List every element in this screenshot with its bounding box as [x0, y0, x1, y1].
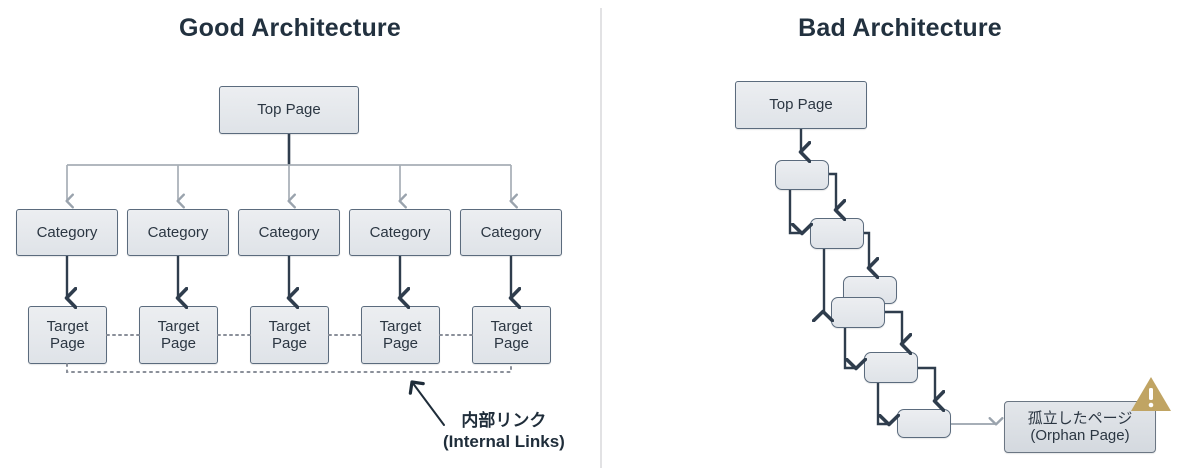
good-category-label-5: Category	[480, 223, 542, 241]
good-target-page-label-5-line2: Page	[493, 335, 530, 352]
orphan-page-label-jp: 孤立したページ	[1027, 409, 1133, 427]
good-target-page-label-2-line2: Page	[160, 335, 197, 352]
good-target-page-label-4-line1: Target	[379, 317, 422, 335]
bad-architecture-title: Bad Architecture	[798, 14, 1002, 42]
internal-link-dotted-loop	[66, 363, 512, 373]
bad-chain-node-5[interactable]	[864, 352, 918, 383]
good-target-page-node-1[interactable]: Target Page	[28, 306, 107, 364]
good-category-label-3: Category	[258, 223, 320, 241]
good-category-label-1: Category	[36, 223, 98, 241]
good-category-node-5[interactable]: Category	[460, 209, 562, 256]
orphan-page-label-en: (Orphan Page)	[1030, 427, 1130, 444]
internal-link-annotation-jp: 内部リンク	[461, 411, 547, 430]
good-category-node-1[interactable]: Category	[16, 209, 118, 256]
bad-chain-node-6[interactable]	[897, 409, 951, 438]
bad-chain-node-4[interactable]	[831, 297, 885, 328]
good-target-page-label-1-line2: Page	[49, 335, 86, 352]
good-category-node-4[interactable]: Category	[349, 209, 451, 256]
good-target-page-label-5-line1: Target	[490, 317, 533, 335]
warning-triangle-icon	[1131, 377, 1171, 411]
bad-top-page-label: Top Page	[769, 96, 833, 114]
internal-link-annotation: 内部リンク (Internal Links)	[443, 410, 565, 453]
good-category-node-3[interactable]: Category	[238, 209, 340, 256]
good-distribution-bus	[65, 164, 518, 209]
orphan-page-node[interactable]: 孤立したページ (Orphan Page)	[1004, 401, 1156, 453]
bad-chain-node-2[interactable]	[810, 218, 864, 249]
good-category-label-2: Category	[147, 223, 209, 241]
good-target-page-node-2[interactable]: Target Page	[139, 306, 218, 364]
good-top-page-label: Top Page	[257, 101, 321, 119]
internal-link-annotation-en: (Internal Links)	[443, 432, 565, 452]
good-architecture-title: Good Architecture	[179, 14, 401, 42]
good-target-page-node-5[interactable]: Target Page	[472, 306, 551, 364]
good-target-page-label-3-line1: Target	[268, 317, 311, 335]
good-target-page-label-1-line1: Target	[46, 317, 89, 335]
panel-divider	[600, 8, 602, 468]
good-target-page-label-3-line2: Page	[271, 335, 308, 352]
good-top-page-node[interactable]: Top Page	[219, 86, 359, 134]
good-category-label-4: Category	[369, 223, 431, 241]
good-target-page-label-2-line1: Target	[157, 317, 200, 335]
internal-link-annotation-arrow	[408, 380, 445, 426]
good-category-to-target-arrows	[67, 256, 511, 298]
good-target-page-node-3[interactable]: Target Page	[250, 306, 329, 364]
good-target-page-label-4-line2: Page	[382, 335, 419, 352]
bad-top-page-node[interactable]: Top Page	[735, 81, 867, 129]
bad-chain-node-1[interactable]	[775, 160, 829, 190]
good-category-node-2[interactable]: Category	[127, 209, 229, 256]
good-target-page-node-4[interactable]: Target Page	[361, 306, 440, 364]
